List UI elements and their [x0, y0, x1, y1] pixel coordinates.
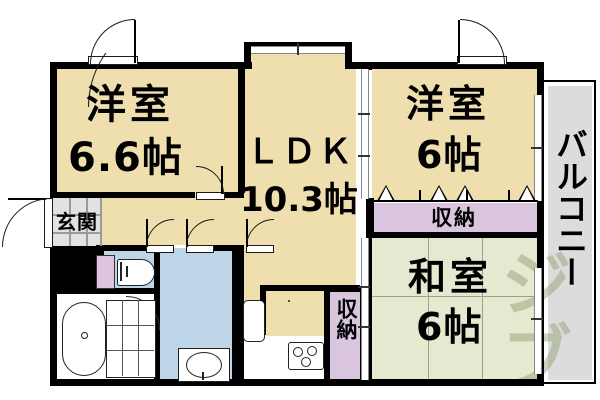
closet-door-line [372, 200, 538, 202]
room-size-western-left: 6.6帖 [68, 135, 183, 181]
wall-left-outer [50, 62, 57, 198]
room-label-western-right: 洋室 [406, 82, 491, 126]
closet-door-split [466, 190, 468, 201]
tatami-line [428, 296, 429, 380]
closet-door-indicator [377, 185, 395, 201]
closet-door-indicator [518, 185, 536, 201]
room-fill-western-right [372, 68, 538, 201]
japanese-room-niche [288, 300, 290, 302]
wall-japanese-left [366, 238, 372, 380]
sliding-door-balcony-japanese[interactable] [534, 268, 542, 374]
tatami-line [372, 296, 538, 297]
wall-closet-top-bottom [368, 232, 544, 238]
shower-grid-line [138, 300, 139, 376]
wall-toilet-right [154, 245, 160, 293]
room-label-western-left: 洋室 [86, 82, 174, 128]
toilet-bowl [117, 259, 155, 286]
wall-kitchen-step [260, 285, 360, 291]
door-hinge-ldk [246, 219, 248, 247]
toilet-seat-hinge [126, 266, 128, 277]
refrigerator [243, 300, 265, 342]
vanity-faucet-icon [202, 372, 204, 380]
stove-burner-icon [301, 357, 311, 367]
wall-balcony-left [537, 62, 544, 386]
room-size-japanese: 6帖 [416, 305, 483, 349]
toilet-tank [96, 255, 115, 289]
room-size-ldk: 10.3帖 [240, 180, 358, 220]
shower-grid-line [106, 325, 154, 326]
wall-top-left [50, 62, 244, 69]
wall-left-room-bottom [50, 192, 195, 198]
closet-door-indicator [430, 185, 448, 201]
room-fill-balcony [548, 86, 592, 380]
shower-pan [106, 300, 156, 378]
toilet-seat-hinge [120, 262, 122, 281]
sliding-tick [358, 155, 370, 157]
room-fill-entrance [52, 198, 102, 246]
closet-door-indicator [456, 185, 474, 201]
wall-balcony-outline-top [544, 80, 596, 82]
storage-fill-mid [330, 292, 362, 380]
closet-door-split [508, 190, 510, 201]
entrance-tile-line [52, 214, 102, 216]
wall-right-divider-top [366, 62, 372, 70]
sliding-tick [358, 326, 370, 328]
shower-grid-line [106, 350, 154, 351]
sliding-tick [358, 286, 370, 288]
storage-label-top: 収納 [431, 206, 477, 230]
wall-bay-left [244, 42, 251, 69]
closet-door-split [419, 190, 421, 201]
wall-balcony-outline-bottom [544, 382, 596, 384]
room-label-entrance: 玄関 [56, 210, 98, 234]
wall-top-right [352, 62, 544, 69]
entrance-tile-line [86, 198, 88, 246]
wall-washroom-right [232, 245, 238, 380]
door-hinge-top-right [458, 20, 460, 63]
room-fill-japanese [372, 238, 538, 380]
entrance-tile-line [69, 198, 71, 246]
wall-closet-top-left [368, 198, 374, 238]
bathtub-drain-icon [81, 332, 88, 339]
sliding-tick [531, 318, 543, 320]
tatami-line [428, 238, 429, 296]
door-hinge-left-room [221, 166, 223, 194]
wall-left-room-bottom2 [222, 192, 244, 198]
wall-left-genkan-side [50, 246, 57, 386]
stove-burner-icon [307, 346, 317, 356]
wall-hall-bottom2 [186, 245, 244, 251]
door-hinge-hall-right [186, 219, 188, 247]
storage-label-mid: 収納 [334, 298, 358, 340]
wall-hall-bottom [96, 245, 146, 251]
wall-bottom [50, 379, 544, 386]
wall-bay-right [345, 42, 352, 69]
wall-washroom-left [154, 288, 160, 380]
room-size-western-right: 6帖 [416, 133, 483, 177]
wall-balcony-outline-right [594, 80, 596, 384]
vanity-sink-bowl [186, 352, 222, 378]
bathtub [62, 302, 106, 376]
door-hinge-hall-left [146, 219, 148, 247]
tatami-line [482, 238, 483, 296]
wall-storage-mid-top [324, 286, 366, 292]
sliding-tick [358, 113, 370, 115]
room-fill-ldk [238, 68, 356, 321]
storage-fill-top [374, 203, 538, 233]
room-label-balcony: バルコニー [551, 128, 589, 288]
door-hinge-entrance [8, 198, 46, 200]
wall-ldk-left-lower [238, 245, 244, 380]
room-label-japanese: 和室 [408, 255, 493, 299]
shower-grid-line [122, 300, 123, 376]
stove-burner-icon [293, 347, 303, 357]
entrance-tile-line [52, 232, 102, 234]
tatami-line [482, 296, 483, 380]
entrance-frame-right [100, 198, 102, 246]
window-tick [297, 43, 299, 55]
sliding-partition-ldk-right[interactable] [361, 69, 369, 199]
sliding-tick [531, 147, 543, 149]
room-label-ldk: ＬＤＫ [246, 132, 354, 172]
wall-storage-mid-left [324, 286, 330, 380]
wall-left-room-right [238, 62, 245, 193]
sliding-partition-ldk-japanese[interactable] [361, 238, 369, 380]
wall-toilet-bottom [56, 288, 160, 294]
